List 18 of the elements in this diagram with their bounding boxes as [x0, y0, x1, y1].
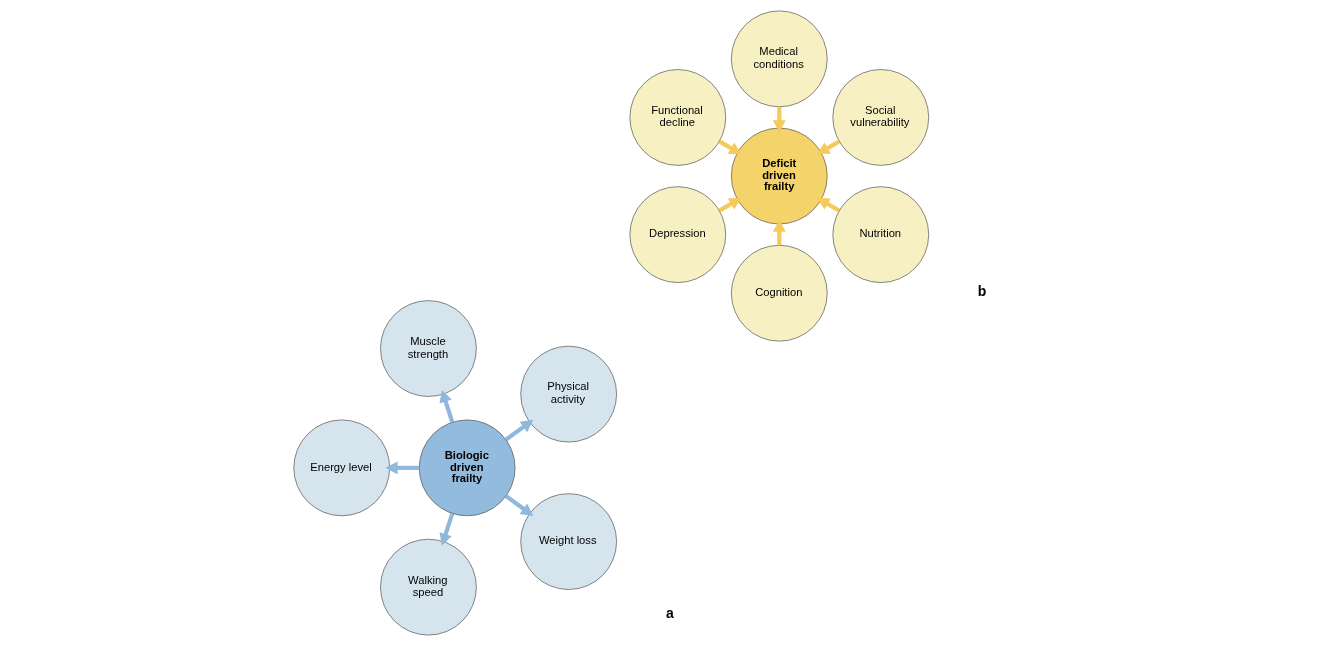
node-circle: Social vulnerability	[832, 69, 929, 166]
node-circle: Functional decline	[629, 69, 726, 166]
node-circle: Biologic driven frailty	[418, 419, 515, 517]
arrow	[439, 389, 454, 423]
node-circle: Nutrition	[832, 186, 929, 283]
node-circle: Energy level	[292, 419, 390, 517]
node-circle: Deficit driven frailty	[730, 127, 828, 225]
arrow	[384, 461, 419, 475]
node-circle: Cognition	[730, 244, 828, 342]
node-circle: Walking speed	[379, 538, 477, 636]
node-circle: Muscle strength	[379, 300, 477, 397]
label: a	[665, 605, 674, 622]
node-circle: Medical conditions	[730, 10, 828, 108]
label: b	[977, 283, 986, 300]
arrow	[439, 513, 454, 546]
arrow	[504, 419, 533, 442]
node-circle: Depression	[629, 186, 726, 283]
arrow	[504, 494, 533, 516]
